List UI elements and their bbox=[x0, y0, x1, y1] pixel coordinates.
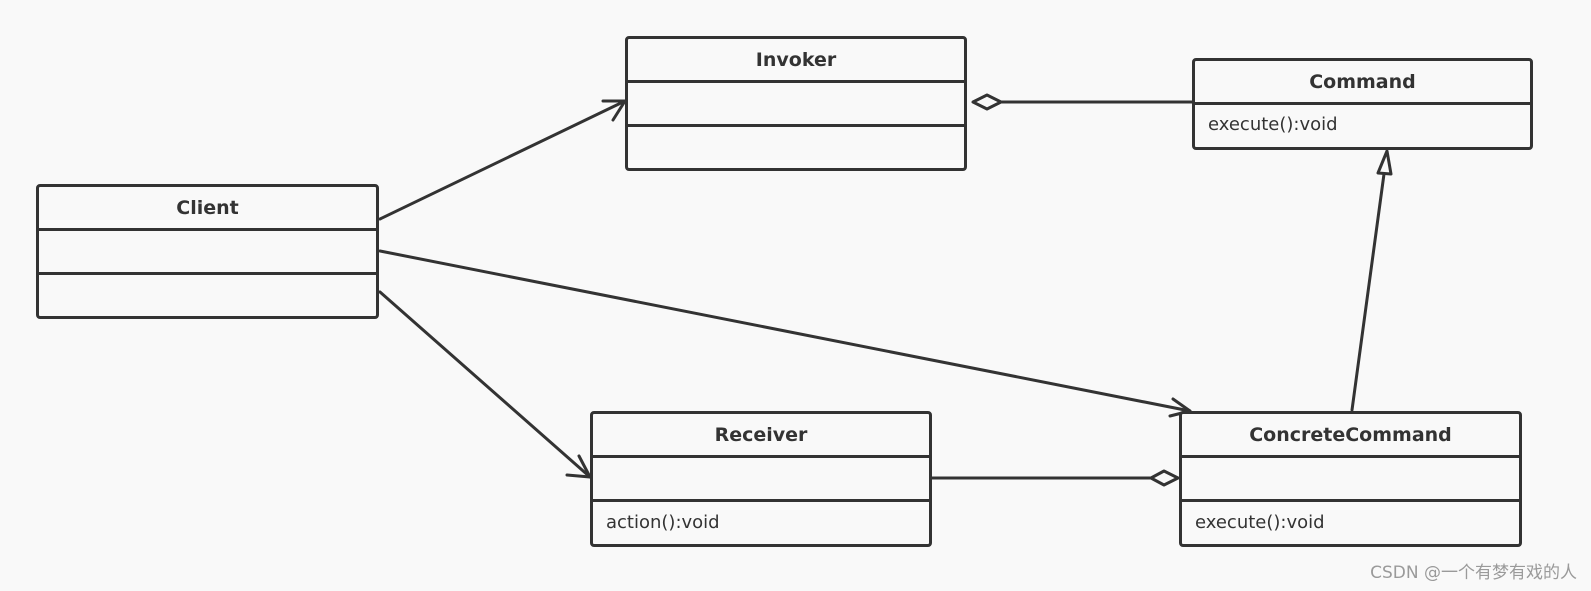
attributes-compartment bbox=[1182, 458, 1519, 502]
operations-compartment: execute():void bbox=[1195, 511, 1325, 533]
watermark: CSDN @一个有梦有戏的人 bbox=[1370, 563, 1577, 583]
generalization-triangle bbox=[1376, 149, 1393, 176]
operations-compartment: action():void bbox=[606, 511, 720, 533]
concretecommand-aggregation-diamond bbox=[1149, 469, 1180, 487]
concrete-command-class[interactable]: ConcreteCommand execute():void bbox=[1179, 411, 1522, 547]
command-class[interactable]: Command execute():void bbox=[1192, 58, 1533, 150]
attributes-compartment bbox=[593, 458, 929, 502]
attributes-compartment bbox=[39, 231, 376, 275]
class-name: Client bbox=[39, 187, 376, 231]
class-name: Command bbox=[1195, 61, 1530, 105]
operations-compartment: execute():void bbox=[1208, 114, 1338, 135]
attributes-compartment bbox=[628, 83, 964, 127]
invoker-class[interactable]: Invoker bbox=[625, 36, 967, 171]
class-name: Receiver bbox=[593, 414, 929, 458]
operations-compartment bbox=[39, 275, 376, 315]
client-to-invoker-line bbox=[378, 99, 627, 221]
class-name: ConcreteCommand bbox=[1182, 414, 1519, 458]
client-to-receiver-line bbox=[378, 290, 592, 479]
receiver-class[interactable]: Receiver action():void bbox=[590, 411, 932, 547]
generalization-line bbox=[1350, 172, 1386, 412]
client-class[interactable]: Client bbox=[36, 184, 379, 319]
class-name: Invoker bbox=[628, 39, 964, 83]
invoker-aggregation-diamond bbox=[971, 93, 1003, 111]
client-to-concretecommand-line bbox=[378, 249, 1192, 413]
operations-compartment bbox=[628, 127, 964, 167]
